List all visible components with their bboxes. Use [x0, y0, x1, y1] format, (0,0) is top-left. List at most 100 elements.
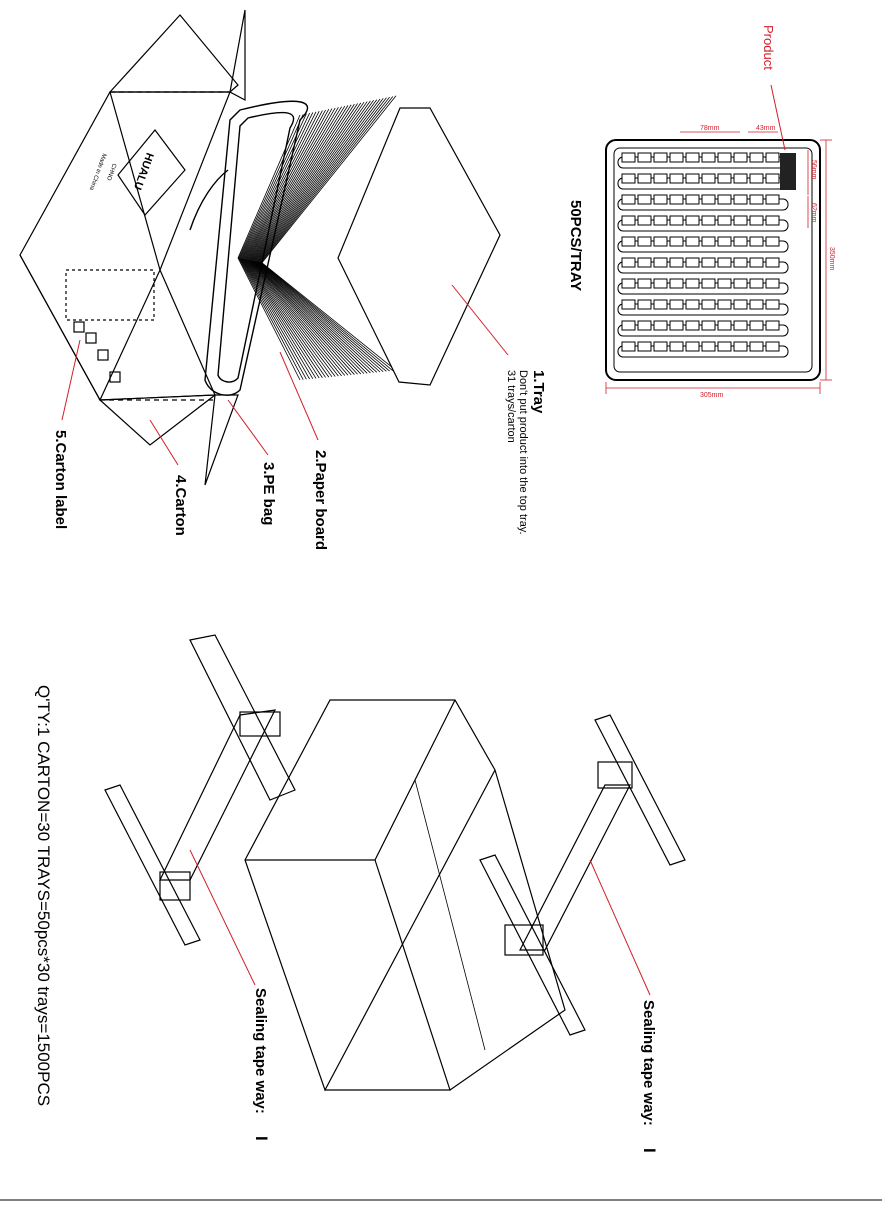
product-label: Product — [761, 25, 776, 70]
tray-pocket — [638, 321, 651, 330]
tray-pocket — [718, 153, 731, 162]
tray-pocket — [702, 216, 715, 225]
tray-pocket — [702, 321, 715, 330]
tray-pocket — [750, 279, 763, 288]
tray-pocket — [638, 237, 651, 246]
tray-pocket — [734, 153, 747, 162]
tray-pocket — [622, 174, 635, 183]
carton-symbol-1 — [74, 322, 84, 332]
tray-pocket — [750, 174, 763, 183]
carton-symbol-4 — [110, 372, 120, 382]
tape-left-wrap-bottom — [160, 872, 190, 900]
tray-pocket — [622, 237, 635, 246]
tray-top-view: Product 78mm 43mm 56mm 62mm 350mm 305mm … — [567, 25, 835, 399]
tray-pocket — [670, 321, 683, 330]
tray-pocket — [654, 237, 667, 246]
pcs-per-tray-label: 50PCS/TRAY — [567, 200, 584, 291]
tray-pocket — [654, 258, 667, 267]
tray-pocket — [702, 237, 715, 246]
tray-pocket — [718, 300, 731, 309]
dim-305: 305mm — [700, 392, 724, 399]
tray-pocket — [622, 153, 635, 162]
carton-flap-top — [110, 15, 238, 92]
callout-carton-label: 5.Carton label — [52, 430, 69, 529]
tray-pocket — [734, 321, 747, 330]
tray-pocket — [766, 300, 779, 309]
carton-symbol-3 — [98, 350, 108, 360]
tray-pocket — [750, 237, 763, 246]
tray-pocket — [654, 342, 667, 351]
tray-pocket — [702, 195, 715, 204]
tray-pocket — [750, 342, 763, 351]
callout-pe-bag: 3.PE bag — [260, 462, 277, 525]
tray-pocket — [686, 342, 699, 351]
tape-right-wrap-top — [598, 762, 632, 788]
sealing-label-left: Sealing tape way: — [252, 988, 269, 1114]
tray-pocket — [654, 153, 667, 162]
carton-symbol-2 — [86, 333, 96, 343]
hualu-logo-mark — [118, 130, 185, 215]
callout-tray-line-1: Don't put product into the top tray. — [517, 370, 529, 535]
callout-paper-board: 2.Paper board — [312, 450, 329, 550]
tray-pocket — [654, 216, 667, 225]
carton-flap-bottom — [100, 395, 215, 445]
tray-pocket — [718, 237, 731, 246]
tray-pocket — [686, 216, 699, 225]
carton-body — [20, 92, 230, 400]
tray-pocket — [702, 174, 715, 183]
tray-pocket-grid — [618, 153, 788, 357]
carton-flap-top-right — [230, 10, 245, 100]
carton-side — [20, 255, 215, 400]
tray-pocket — [638, 279, 651, 288]
tray-pocket — [702, 153, 715, 162]
tape-left-wrap-top — [240, 712, 280, 736]
product-pocket — [780, 153, 796, 190]
tray-pocket — [750, 216, 763, 225]
tray-pocket — [766, 237, 779, 246]
tray-pocket — [702, 258, 715, 267]
carton-exploded-view — [20, 10, 245, 485]
tray-pocket — [766, 153, 779, 162]
tray-pocket — [750, 258, 763, 267]
quantity-note: Q'TY:1 CARTON=30 TRAYS=50pcs*30 trays=15… — [34, 685, 53, 1106]
tray-pocket — [670, 153, 683, 162]
tape-left-bottom-bar — [105, 785, 200, 945]
tray-pocket — [734, 174, 747, 183]
dim-62: 62mm — [810, 203, 817, 223]
tray-pocket — [670, 195, 683, 204]
tray-pocket — [686, 195, 699, 204]
carton-brand: HUALU — [131, 151, 155, 191]
tray-pocket — [686, 300, 699, 309]
tray-pocket — [718, 216, 731, 225]
sealing-label-right: Sealing tape way: — [640, 1000, 657, 1126]
tray-pocket — [622, 258, 635, 267]
tray-pocket — [718, 195, 731, 204]
tray-pocket — [622, 216, 635, 225]
tape-right-top-bar — [595, 715, 685, 865]
tray-pocket — [718, 321, 731, 330]
dim-43: 43mm — [756, 125, 776, 132]
dim-56: 56mm — [810, 160, 817, 180]
dim-350: 350mm — [828, 247, 835, 271]
tray-pocket — [702, 342, 715, 351]
tray-pocket — [686, 258, 699, 267]
leader-carton-label — [62, 340, 80, 420]
carton-made-in-1: CHNO — [105, 162, 117, 181]
tray-pocket — [654, 321, 667, 330]
tray-pocket — [670, 300, 683, 309]
tray-pocket — [686, 153, 699, 162]
tray-pocket — [718, 279, 731, 288]
tray-pocket — [766, 279, 779, 288]
carton-flap-bottom-right — [205, 395, 238, 485]
tray-pocket — [766, 195, 779, 204]
tray-pocket — [638, 216, 651, 225]
tray-pocket — [766, 216, 779, 225]
tray-pocket — [638, 174, 651, 183]
tray-pocket — [638, 153, 651, 162]
tray-pocket — [702, 279, 715, 288]
tray-pocket — [734, 342, 747, 351]
tray-pocket — [622, 279, 635, 288]
tray-pocket — [734, 237, 747, 246]
tray-pocket — [718, 342, 731, 351]
